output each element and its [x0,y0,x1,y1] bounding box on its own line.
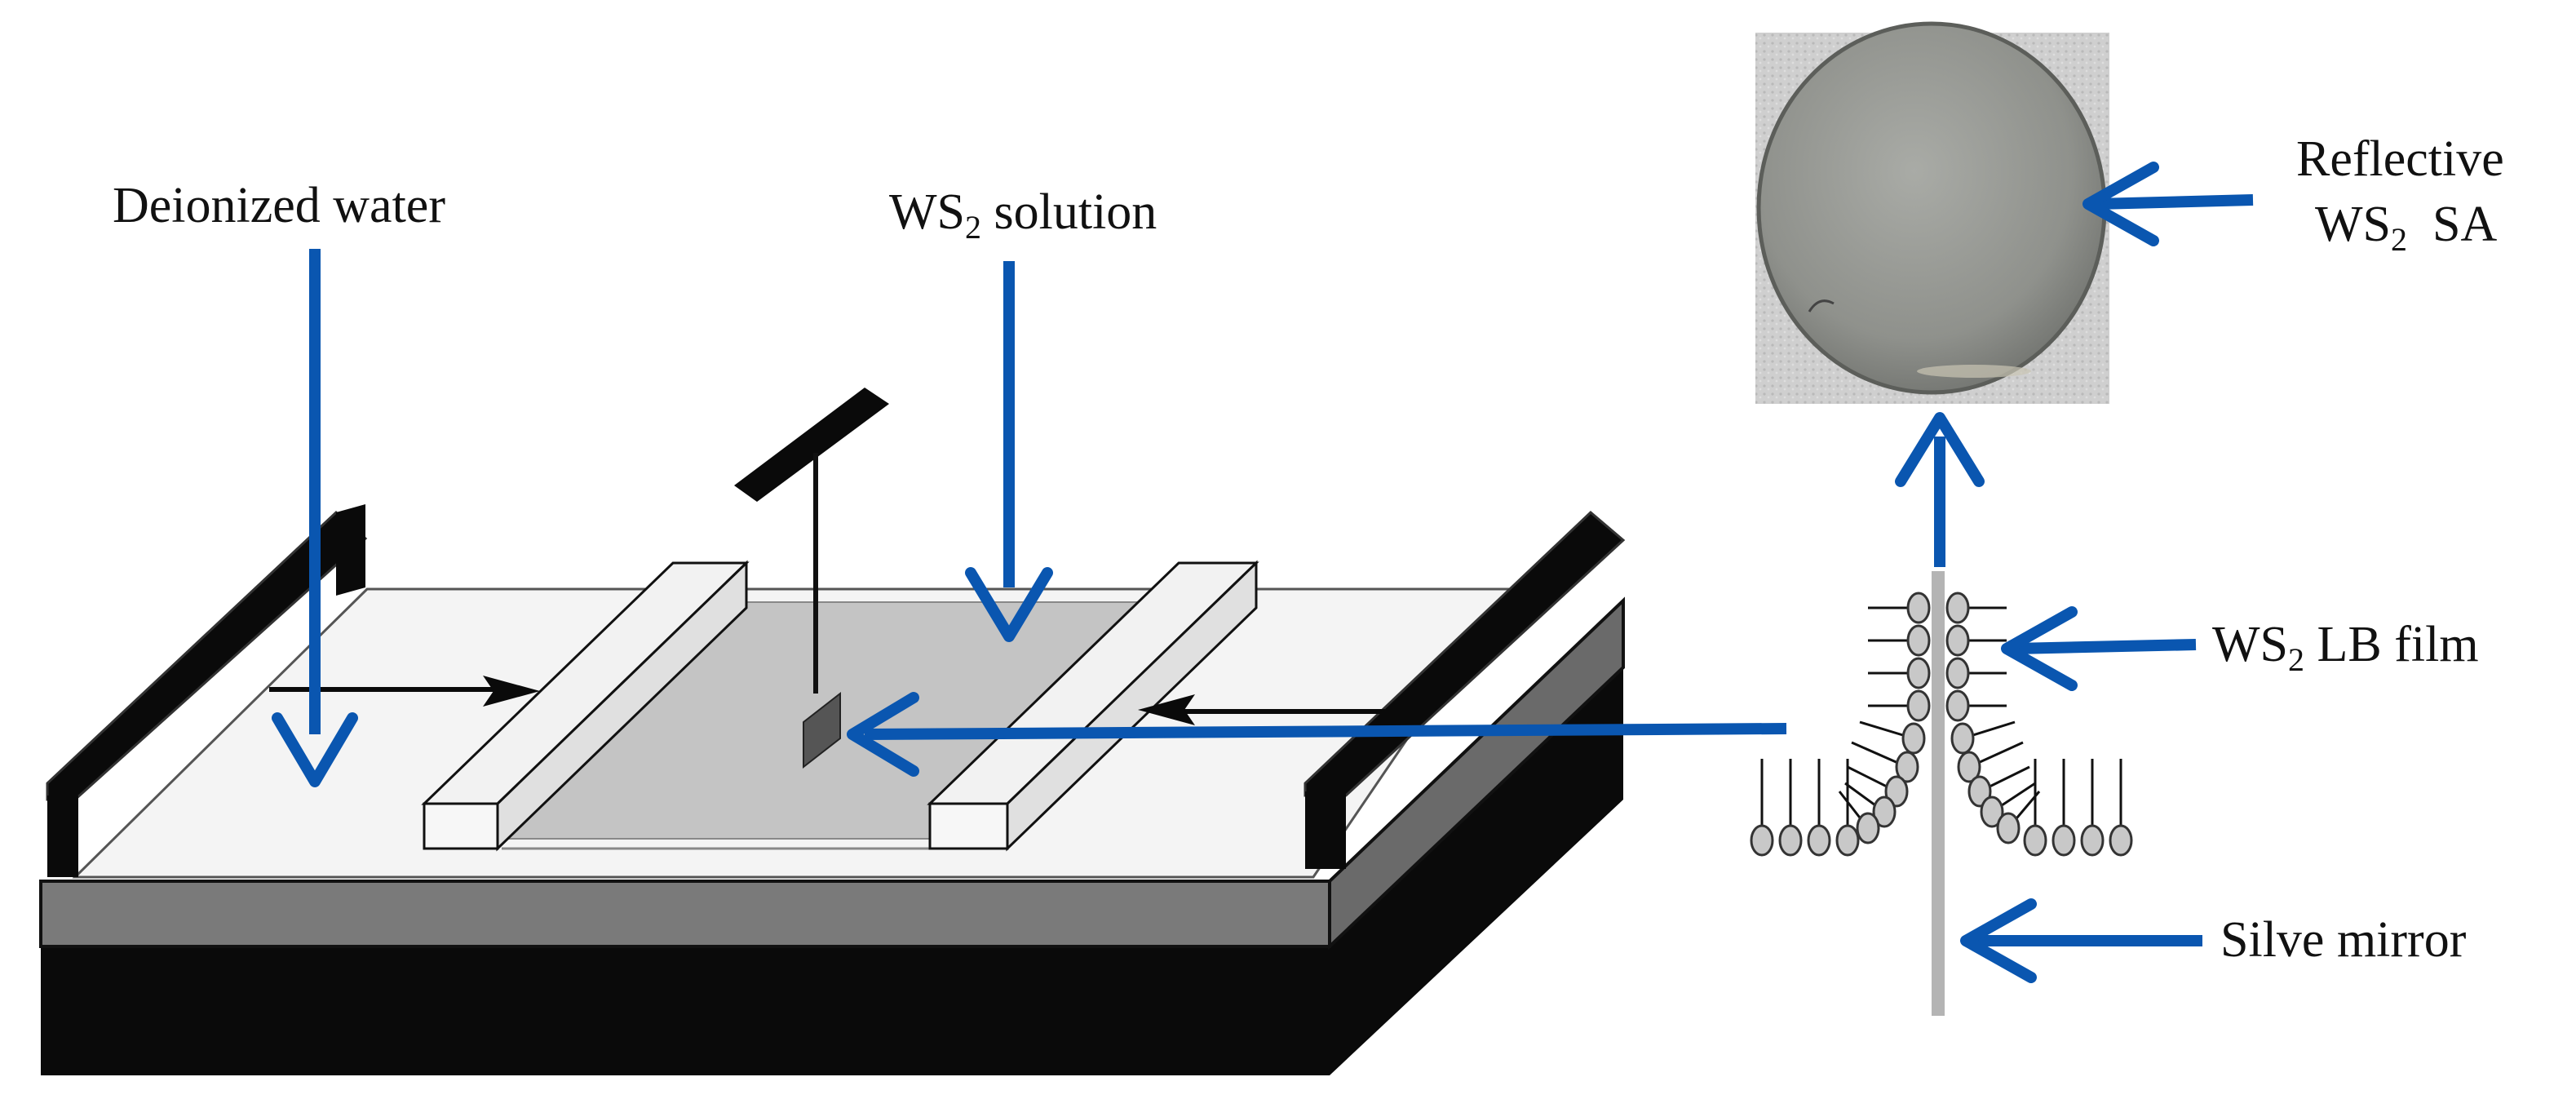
trough-left-wall-front [47,796,78,877]
label-ws2-solution-main: WS [889,184,965,240]
molecule-head [1856,812,1880,844]
silver-mirror-substrate [1932,571,1945,1016]
right-barrier-side [1006,560,1258,852]
molecule-head [1906,657,1931,689]
left-barrier-front [423,802,499,850]
substrate [803,691,841,769]
right-barrier-front [928,802,1009,850]
molecule-head [1957,751,1981,783]
molecule-head [1778,824,1803,857]
molecule-group [1750,592,2133,857]
deionized-water-arrow [272,249,358,787]
molecule-head [1950,722,1975,755]
label-ws2-solution-rest: solution [981,184,1157,240]
molecule-head [1945,624,1970,657]
ws2-solution-arrow [965,261,1053,642]
molecule-head [1750,824,1774,857]
label-reflective-rest: SA [2407,197,2497,252]
label-lb-film-main: WS [2212,617,2288,672]
molecule-head [2052,824,2076,857]
label-ws2-lb-film: WS2 LB film [2212,617,2479,678]
molecule-head [1835,824,1860,857]
trough-base-front [41,946,1330,1075]
trough-left-wall-top [336,504,365,596]
label-deionized-water: Deionized water [113,178,445,233]
molecule-head [2080,824,2105,857]
label-silver-mirror: Silve mirror [2220,912,2467,968]
molecule-head [1884,775,1909,808]
compression-arrow-left [269,676,540,707]
molecule-head [2109,824,2133,857]
trough-base-side [1330,667,1623,1075]
label-ws2-solution: WS2 solution [889,184,1157,246]
lb-film-arrow [2001,606,2197,691]
sa-disc [1756,21,2107,395]
reflective-sa-arrow [2082,162,2254,246]
reflective-sa-photo [1755,21,2109,404]
silver-mirror-arrow [1960,898,2202,983]
molecule-head [1901,722,1926,755]
trough-right-wall-front [1305,791,1346,869]
molecule-head [1872,796,1897,828]
trough-plate-front [39,880,1331,948]
molecule-head [2023,824,2047,857]
molecule-head [1895,751,1919,783]
label-lb-film-sub: 2 [2288,641,2304,678]
label-reflective-line2: WS2 SA [2315,197,2497,258]
label-lb-film-rest: LB film [2304,617,2479,672]
up-to-sa-arrow [1895,412,1985,567]
molecule-head [1980,796,2004,828]
label-ws2-solution-sub: 2 [965,209,981,246]
molecule-head [1906,624,1931,657]
label-reflective-line1: Reflective [2296,131,2504,187]
molecule-head [1945,592,1970,624]
label-reflective-sub: 2 [2391,221,2407,258]
molecule-head [1906,689,1931,722]
substrate-arrow [847,692,1787,777]
molecule-head [1945,657,1970,689]
lb-film-illustration [1750,571,2133,1016]
molecule-head [1945,689,1970,722]
compression-arrow-right [1138,694,1395,725]
molecule-head [1807,824,1831,857]
blue-arrows [272,162,2254,983]
left-barrier-side [496,560,748,852]
langmuir-trough [39,388,1626,1075]
molecule-head [1967,775,1992,808]
molecule-head [1906,592,1931,624]
trough-plate-side [1328,596,1625,951]
label-reflective-main: WS [2315,197,2391,252]
molecule-head [1996,812,2021,844]
dipper-arm [734,388,889,502]
